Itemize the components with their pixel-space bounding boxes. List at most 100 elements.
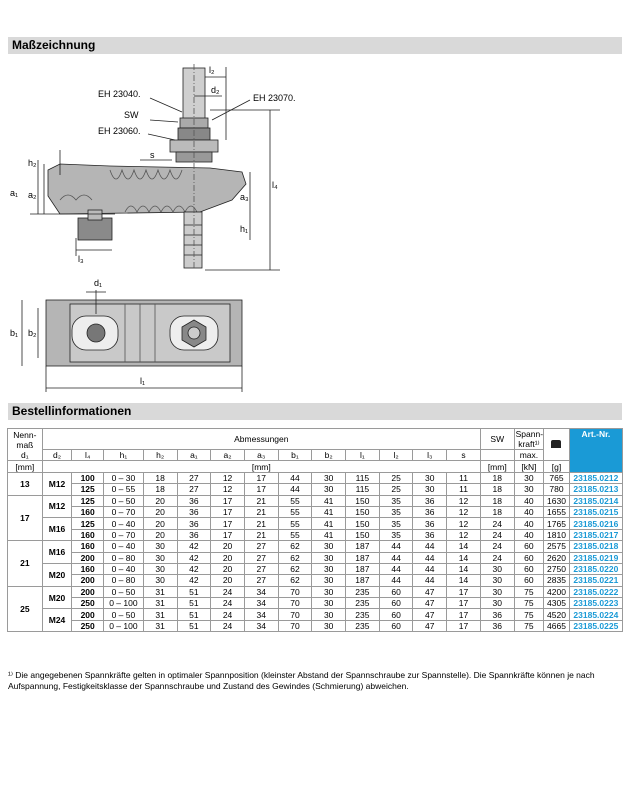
table-cell: 44	[378, 551, 414, 564]
col-6: a₃	[243, 448, 279, 462]
col-12: s	[446, 448, 481, 462]
table-cell: 25	[378, 471, 414, 485]
table-cell: 17	[446, 597, 481, 610]
table-cell: 0 – 80	[102, 551, 144, 564]
cell-artnr: 23185.0223	[568, 597, 624, 610]
table-cell: 35	[378, 494, 414, 507]
col-kraft: Spann-kraft¹⁾	[513, 428, 545, 450]
table-cell: 2575	[543, 540, 570, 553]
table-cell: 41	[311, 494, 347, 507]
table-cell: 30	[311, 562, 347, 576]
table-cell: 160	[71, 562, 104, 576]
table-cell: 18	[479, 471, 515, 485]
table-cell: 18	[142, 483, 178, 496]
cell-nenn: 21	[7, 540, 43, 587]
table-cell: 47	[412, 619, 448, 633]
cell-artnr: 23185.0219	[568, 551, 624, 564]
cell-nenn: 25	[7, 585, 43, 633]
unit-mm: [mm]	[41, 460, 481, 473]
table-cell: 55	[277, 505, 313, 519]
table-cell: 1765	[543, 517, 570, 530]
table-cell: 12	[210, 471, 245, 485]
label-eh23070: EH 23070.	[253, 93, 296, 103]
table-cell: 60	[378, 585, 414, 599]
table-cell: 20	[210, 562, 245, 576]
table-cell: 75	[513, 619, 545, 633]
table-cell: 12	[446, 528, 481, 542]
table-cell: 17	[446, 585, 481, 599]
unit-kn: [kN]	[513, 460, 545, 473]
table-cell: 27	[243, 551, 279, 564]
col-4: a₁	[176, 448, 212, 462]
table-cell: 25	[378, 483, 414, 496]
table-cell: 0 – 100	[102, 619, 144, 633]
label-h2: h₂	[28, 158, 37, 168]
table-cell: 30	[412, 471, 448, 485]
table-cell: 18	[479, 494, 515, 507]
table-cell: 31	[142, 597, 178, 610]
table-cell: 31	[142, 608, 178, 621]
table-cell: 2620	[543, 551, 570, 564]
table-cell: 30	[412, 483, 448, 496]
table-cell: 0 – 30	[102, 471, 144, 485]
table-cell: 60	[513, 540, 545, 553]
table-cell: 70	[277, 619, 313, 633]
table-cell: 17	[210, 505, 245, 519]
table-cell: 1810	[543, 528, 570, 542]
table-cell: 60	[513, 574, 545, 587]
table-cell: 55	[277, 494, 313, 507]
table-cell: 17	[446, 619, 481, 633]
col-0: d₂	[41, 448, 73, 462]
table-cell: 44	[277, 471, 313, 485]
cell-nenn: 17	[7, 494, 43, 542]
cell-d2: M24	[41, 608, 73, 633]
table-cell: 0 – 40	[102, 517, 144, 530]
table-cell: 36	[412, 528, 448, 542]
table-cell: 36	[176, 528, 212, 542]
table-cell: 47	[412, 597, 448, 610]
table-cell: 235	[345, 585, 380, 599]
cell-nenn: 13	[7, 471, 43, 496]
col-8: b₂	[311, 448, 347, 462]
table-cell: 24	[210, 585, 245, 599]
table-cell: 24	[479, 540, 515, 553]
table-cell: 51	[176, 597, 212, 610]
table-cell: 40	[513, 505, 545, 519]
table-cell: 17	[210, 528, 245, 542]
table-cell: 36	[479, 619, 515, 633]
table-cell: 60	[513, 562, 545, 576]
table-cell: 160	[71, 505, 104, 519]
label-d2: d₂	[211, 85, 220, 95]
table-cell: 17	[243, 471, 279, 485]
table-cell: 765	[543, 471, 570, 485]
table-cell: 17	[210, 494, 245, 507]
table-cell: 27	[243, 562, 279, 576]
col-5: a₂	[210, 448, 245, 462]
table-cell: 60	[513, 551, 545, 564]
table-cell: 70	[277, 597, 313, 610]
table-cell: 187	[345, 574, 380, 587]
table-cell: 11	[446, 483, 481, 496]
table-cell: 100	[71, 471, 104, 485]
table-cell: 42	[176, 574, 212, 587]
cell-d2: M16	[41, 540, 73, 564]
label-l2: l₂	[209, 65, 215, 75]
label-s: s	[150, 150, 155, 160]
table-cell: 200	[71, 608, 104, 621]
table-cell: 51	[176, 619, 212, 633]
table-cell: 42	[176, 540, 212, 553]
cell-d2: M12	[41, 471, 73, 496]
table-cell: 60	[378, 619, 414, 633]
table-cell: 41	[311, 505, 347, 519]
table-cell: 34	[243, 585, 279, 599]
table-cell: 0 – 100	[102, 597, 144, 610]
table-cell: 235	[345, 619, 380, 633]
